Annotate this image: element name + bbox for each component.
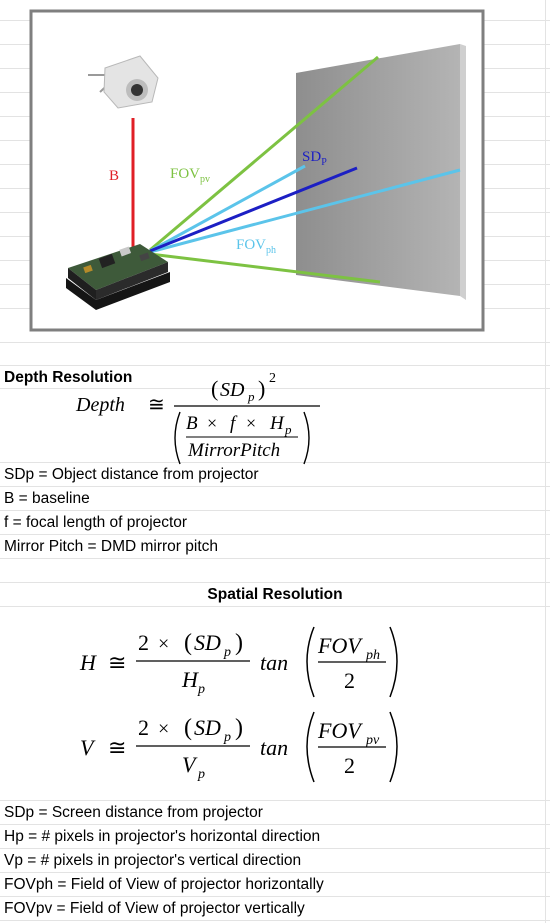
spatial-definition-hp: Hp = # pixels in projector's horizontal … xyxy=(4,828,321,845)
h-num-sub: p xyxy=(223,645,231,660)
depth-den-right-paren xyxy=(303,411,310,465)
h-arg-base: FOV xyxy=(317,633,363,658)
v-approx: ≅ xyxy=(108,735,126,760)
v-num-close-paren: ) xyxy=(235,715,243,741)
v-den-base: V xyxy=(182,752,198,777)
spatial-formula-v: V ≅ 2 × ( SD p ) V p tan FOV pv 2 xyxy=(80,711,398,783)
h-num-base: SD xyxy=(194,630,221,655)
v-arg-den: 2 xyxy=(344,753,355,778)
fov-vertical-bottom-ray xyxy=(149,252,381,284)
depth-resolution-heading: Depth Resolution xyxy=(4,369,133,386)
screen-icon xyxy=(296,44,466,300)
v-arg-sub: pv xyxy=(365,733,380,748)
v-num-coef: 2 xyxy=(138,715,149,740)
depth-den-f: f xyxy=(230,413,238,434)
h-arg-sub: ph xyxy=(365,648,380,663)
fov-vertical-top-ray xyxy=(149,55,379,252)
spatial-definition-fovph: FOVph = Field of View of projector horiz… xyxy=(4,876,324,893)
depth-definition-mirror-pitch: Mirror Pitch = DMD mirror pitch xyxy=(4,538,219,555)
h-arg-left-paren xyxy=(306,626,315,698)
depth-den-mirror-pitch: MirrorPitch xyxy=(187,440,280,461)
h-den-base: H xyxy=(181,667,199,692)
depth-den-times-1: × xyxy=(207,413,217,433)
h-arg-den: 2 xyxy=(344,668,355,693)
spatial-definition-sdp: SDp = Screen distance from projector xyxy=(4,804,263,821)
h-num-open-paren: ( xyxy=(184,630,192,656)
v-arg-base: FOV xyxy=(317,718,363,743)
screen-distance-label: SDP xyxy=(302,149,327,168)
fov-horizontal-label: FOVph xyxy=(236,237,276,256)
projector-board-icon xyxy=(66,244,170,310)
h-num-close-paren: ) xyxy=(235,630,243,656)
depth-formula-approx: ≅ xyxy=(148,394,165,416)
h-num-times: × xyxy=(158,633,169,655)
h-tan: tan xyxy=(260,650,288,675)
depth-num-open-paren: ( xyxy=(211,376,218,401)
depth-definition-sdp: SDp = Object distance from projector xyxy=(4,466,259,483)
screen-distance-ray xyxy=(149,166,358,253)
depth-den-b: B xyxy=(186,413,198,434)
h-arg-right-paren xyxy=(389,626,398,698)
h-approx: ≅ xyxy=(108,650,126,675)
baseline-label: B xyxy=(109,168,119,184)
v-arg-right-paren xyxy=(389,711,398,783)
depth-num-exp: 2 xyxy=(269,371,276,386)
depth-formula-lhs: Depth xyxy=(75,394,125,416)
v-num-sub: p xyxy=(223,730,231,745)
h-den-sub: p xyxy=(197,682,205,697)
v-num-open-paren: ( xyxy=(184,715,192,741)
v-num-base: SD xyxy=(194,715,221,740)
v-num-times: × xyxy=(158,718,169,740)
depth-den-times-2: × xyxy=(246,413,256,433)
depth-den-left-paren xyxy=(174,411,181,465)
spatial-definition-vp: Vp = # pixels in projector's vertical di… xyxy=(4,852,302,869)
depth-definition-f: f = focal length of projector xyxy=(4,514,188,531)
spatial-formula-h: H ≅ 2 × ( SD p ) H p tan FOV ph 2 xyxy=(79,626,398,698)
spatial-definition-fovpv: FOVpv = Field of View of projector verti… xyxy=(4,900,305,917)
fov-horizontal-top-ray xyxy=(149,164,306,253)
v-lhs: V xyxy=(80,735,96,760)
projector-geometry-diagram: B FOVpv SDP FOVph xyxy=(29,9,485,332)
spatial-resolution-heading: Spatial Resolution xyxy=(207,586,343,603)
depth-num-sub: p xyxy=(247,389,255,404)
v-arg-left-paren xyxy=(306,711,315,783)
camera-icon xyxy=(88,55,159,109)
fov-vertical-label: FOVpv xyxy=(170,166,210,185)
depth-den-h: H xyxy=(269,413,285,434)
v-den-sub: p xyxy=(197,767,205,782)
depth-definition-b: B = baseline xyxy=(4,490,90,507)
h-num-coef: 2 xyxy=(138,630,149,655)
h-lhs: H xyxy=(79,650,97,675)
fov-horizontal-bottom-ray xyxy=(149,168,461,254)
depth-formula: Depth ≅ ( SD p ) 2 B × f × H p MirrorPit… xyxy=(75,371,320,465)
depth-num-close-paren: ) xyxy=(258,376,265,401)
spatial-formulas: H ≅ 2 × ( SD p ) H p tan FOV ph 2 V ≅ 2 … xyxy=(79,626,398,783)
depth-den-h-sub: p xyxy=(284,422,292,437)
depth-num-base: SD xyxy=(220,379,245,401)
v-tan: tan xyxy=(260,735,288,760)
